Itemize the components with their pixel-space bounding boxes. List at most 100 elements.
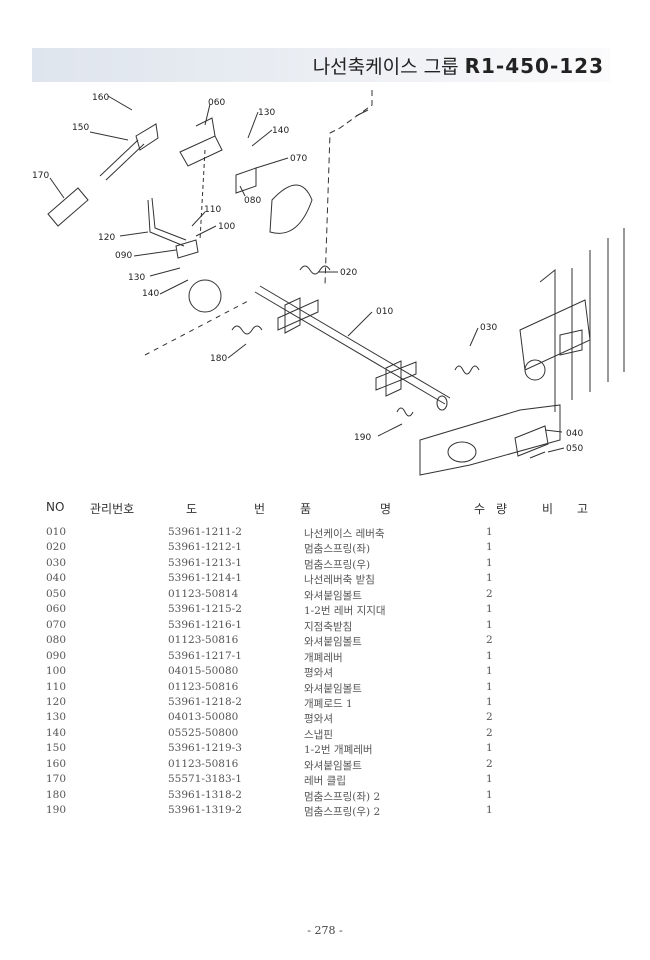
lever-090 <box>175 239 199 259</box>
row-no: 070 <box>46 618 67 631</box>
row-part-number: 05525-50800 <box>168 726 239 739</box>
row-quantity: 1 <box>486 618 493 631</box>
callout-label: 030 <box>480 323 497 333</box>
row-part-name: 나선레버축 받침 <box>304 574 375 587</box>
col-drawing-2: 번 <box>254 502 266 516</box>
row-no: 190 <box>46 804 67 817</box>
row-part-number: 04015-50080 <box>168 665 239 678</box>
col-no: NO <box>46 500 65 514</box>
row-no: 140 <box>46 726 67 739</box>
col-qty-1: 수 <box>474 502 486 516</box>
callout-label: 060 <box>208 98 225 108</box>
rod-120 <box>147 197 187 247</box>
col-name-2: 명 <box>380 502 392 516</box>
spring-030 <box>454 365 480 375</box>
bracket-070 <box>235 167 257 194</box>
row-part-number: 04013-50080 <box>168 711 239 724</box>
row-quantity: 1 <box>486 665 493 678</box>
row-no: 040 <box>46 572 67 585</box>
row-no: 130 <box>46 711 67 724</box>
callout-label: 140 <box>142 289 159 299</box>
callout-label: 050 <box>566 444 583 454</box>
col-qty-2: 량 <box>496 502 508 516</box>
row-quantity: 1 <box>486 788 493 801</box>
callout-label: 070 <box>290 154 307 164</box>
row-quantity: 1 <box>486 680 493 693</box>
row-part-name: 와셔붙임볼트 <box>304 636 362 649</box>
guide-dashed-line-2 <box>199 149 206 241</box>
row-part-name: 나선케이스 레버축 <box>304 528 385 540</box>
callout-label: 090 <box>115 251 132 261</box>
model-code: R1-450-123 <box>464 54 604 78</box>
col-drawing-1: 도 <box>186 502 198 516</box>
row-no: 100 <box>46 665 67 678</box>
leader-line <box>159 279 189 295</box>
leader-line <box>107 95 133 111</box>
callout-label: 020 <box>340 268 357 278</box>
row-part-number: 53961-1219-3 <box>168 742 242 755</box>
table-row: 140 05525-50800 스냅핀 2 <box>0 727 650 743</box>
housing-edge <box>355 109 369 117</box>
leader-line <box>251 129 273 147</box>
row-part-number: 53961-1218-2 <box>168 695 242 708</box>
row-quantity: 2 <box>486 757 493 770</box>
bracket-060 <box>179 135 223 167</box>
row-part-number: 53961-1318-2 <box>168 788 242 801</box>
shaft-plate-b <box>375 361 417 391</box>
callout-label: 120 <box>98 233 115 243</box>
round-cover <box>188 279 222 313</box>
row-part-name: 스냅핀 <box>304 728 333 741</box>
row-quantity: 2 <box>486 634 493 647</box>
row-quantity: 2 <box>486 587 493 600</box>
row-no: 060 <box>46 603 67 616</box>
lever-150 <box>99 139 145 181</box>
leader-line <box>255 157 289 169</box>
row-part-name: 멈춤스프링(좌) 2 <box>304 790 381 803</box>
row-quantity: 1 <box>486 742 493 755</box>
row-quantity: 1 <box>486 773 493 786</box>
row-part-name: 평와셔 <box>304 713 333 726</box>
row-part-name: 와셔붙임볼트 <box>304 589 362 602</box>
row-part-number: 01123-50816 <box>168 634 239 647</box>
row-no: 050 <box>46 587 67 600</box>
row-no: 020 <box>46 541 67 554</box>
row-quantity: 1 <box>486 526 493 538</box>
row-no: 080 <box>46 634 67 647</box>
row-part-name: 레버 클립 <box>304 775 346 788</box>
row-part-number: 53961-1214-1 <box>168 572 242 585</box>
row-quantity: 1 <box>486 556 493 569</box>
bracket-060-top <box>195 117 216 137</box>
housing-outline-dashed <box>324 90 373 286</box>
row-part-number: 53961-1215-2 <box>168 603 242 616</box>
group-title: 나선축케이스 그룹 <box>312 56 459 78</box>
row-part-name: 멈춤스프링(우) <box>304 558 371 571</box>
callout-label: 170 <box>32 171 49 181</box>
leader-line <box>547 447 565 453</box>
row-part-name: 개폐레버 <box>304 651 343 664</box>
bracket-040 <box>514 425 549 457</box>
row-quantity: 1 <box>486 649 493 662</box>
grip-170 <box>47 187 89 227</box>
shaft-end <box>436 395 448 411</box>
callout-label: 190 <box>354 433 371 443</box>
frame-bracket <box>559 329 583 356</box>
leader-line <box>544 429 563 433</box>
shaft-plate-a <box>277 299 319 331</box>
row-no: 160 <box>46 757 67 770</box>
row-part-name: 1-2번 개폐레버 <box>304 744 373 757</box>
row-part-number: 53961-1319-2 <box>168 804 242 817</box>
callout-label: 130 <box>258 108 275 118</box>
row-quantity: 2 <box>486 726 493 739</box>
callout-label: 010 <box>376 307 393 317</box>
table-header: NO 관리번호 도 번 품 명 수 량 비 고 <box>0 500 650 518</box>
base-plate-boss <box>447 441 477 463</box>
callout-label: 140 <box>272 126 289 136</box>
